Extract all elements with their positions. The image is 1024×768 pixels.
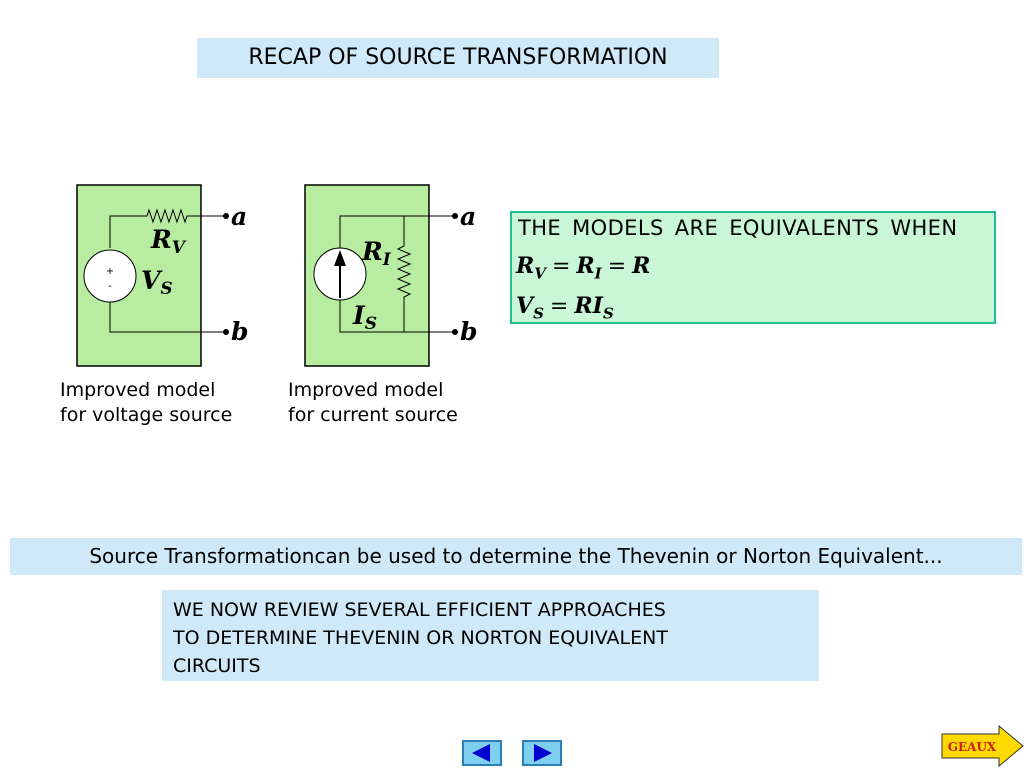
review-line1: WE NOW REVIEW SEVERAL EFFICIENT APPROACH… bbox=[173, 599, 666, 621]
voltage-caption-line2: for voltage source bbox=[60, 404, 233, 426]
resistor-ri-label: RI bbox=[361, 237, 392, 270]
voltage-source-plus: + bbox=[106, 266, 114, 277]
equivalence-heading: THE MODELS ARE EQUIVALENTS WHEN bbox=[518, 216, 958, 240]
terminal-b-label: b bbox=[231, 317, 248, 346]
next-slide-button[interactable] bbox=[522, 740, 562, 766]
review-line2: TO DETERMINE THEVENIN OR NORTON EQUIVALE… bbox=[173, 627, 668, 649]
current-source-model: RI IS a b bbox=[304, 184, 477, 367]
equivalence-box: THE MODELS ARE EQUIVALENTS WHEN RV=RI=R … bbox=[510, 211, 996, 324]
current-caption-line1: Improved model bbox=[288, 379, 444, 401]
source-is-label: IS bbox=[352, 301, 377, 334]
current-arrow-icon bbox=[334, 250, 346, 266]
source-transformation-banner: Source Transformationcan be used to dete… bbox=[10, 538, 1022, 575]
voltage-model-wire-bottom bbox=[109, 302, 226, 333]
terminal-b-label-2: b bbox=[460, 317, 477, 346]
geaux-label: GEAUX bbox=[948, 740, 997, 754]
current-caption-line2: for current source bbox=[288, 404, 458, 426]
geaux-arrow-shape bbox=[941, 724, 1024, 768]
circuit-diagrams: + - RV VS a b RI IS a b bbox=[76, 184, 477, 367]
resistor-rv-label: RV bbox=[150, 225, 187, 258]
voltage-source-model: + - RV VS a b bbox=[76, 184, 248, 367]
current-model-resistor bbox=[396, 216, 412, 332]
arrow-right-icon bbox=[534, 744, 552, 762]
terminal-b-dot-2 bbox=[452, 329, 458, 335]
geaux-button[interactable]: GEAUX bbox=[941, 724, 1024, 768]
arrow-left-icon bbox=[472, 744, 490, 762]
source-vs-label: VS bbox=[141, 266, 173, 299]
current-model-wire-bottom bbox=[339, 300, 455, 333]
equation-source: VS=RIS bbox=[516, 293, 614, 323]
voltage-model-caption: Improved model for voltage source bbox=[60, 378, 232, 428]
terminal-a-label: a bbox=[231, 202, 247, 231]
terminal-b-dot bbox=[223, 329, 229, 335]
voltage-caption-line1: Improved model bbox=[60, 379, 216, 401]
current-model-wire-top bbox=[339, 215, 455, 248]
previous-slide-button[interactable] bbox=[462, 740, 502, 766]
terminal-a-label-2: a bbox=[460, 202, 476, 231]
equation-resistance: RV=RI=R bbox=[516, 253, 651, 283]
review-line3: CIRCUITS bbox=[173, 655, 261, 677]
terminal-a-dot-2 bbox=[452, 213, 458, 219]
voltage-source-symbol bbox=[83, 249, 137, 303]
review-box: WE NOW REVIEW SEVERAL EFFICIENT APPROACH… bbox=[162, 590, 819, 681]
voltage-model-wire-top bbox=[109, 208, 226, 248]
terminal-a-dot bbox=[223, 213, 229, 219]
current-model-caption: Improved model for current source bbox=[288, 378, 458, 428]
voltage-source-minus: - bbox=[108, 281, 112, 292]
page-title: RECAP OF SOURCE TRANSFORMATION bbox=[197, 38, 719, 78]
